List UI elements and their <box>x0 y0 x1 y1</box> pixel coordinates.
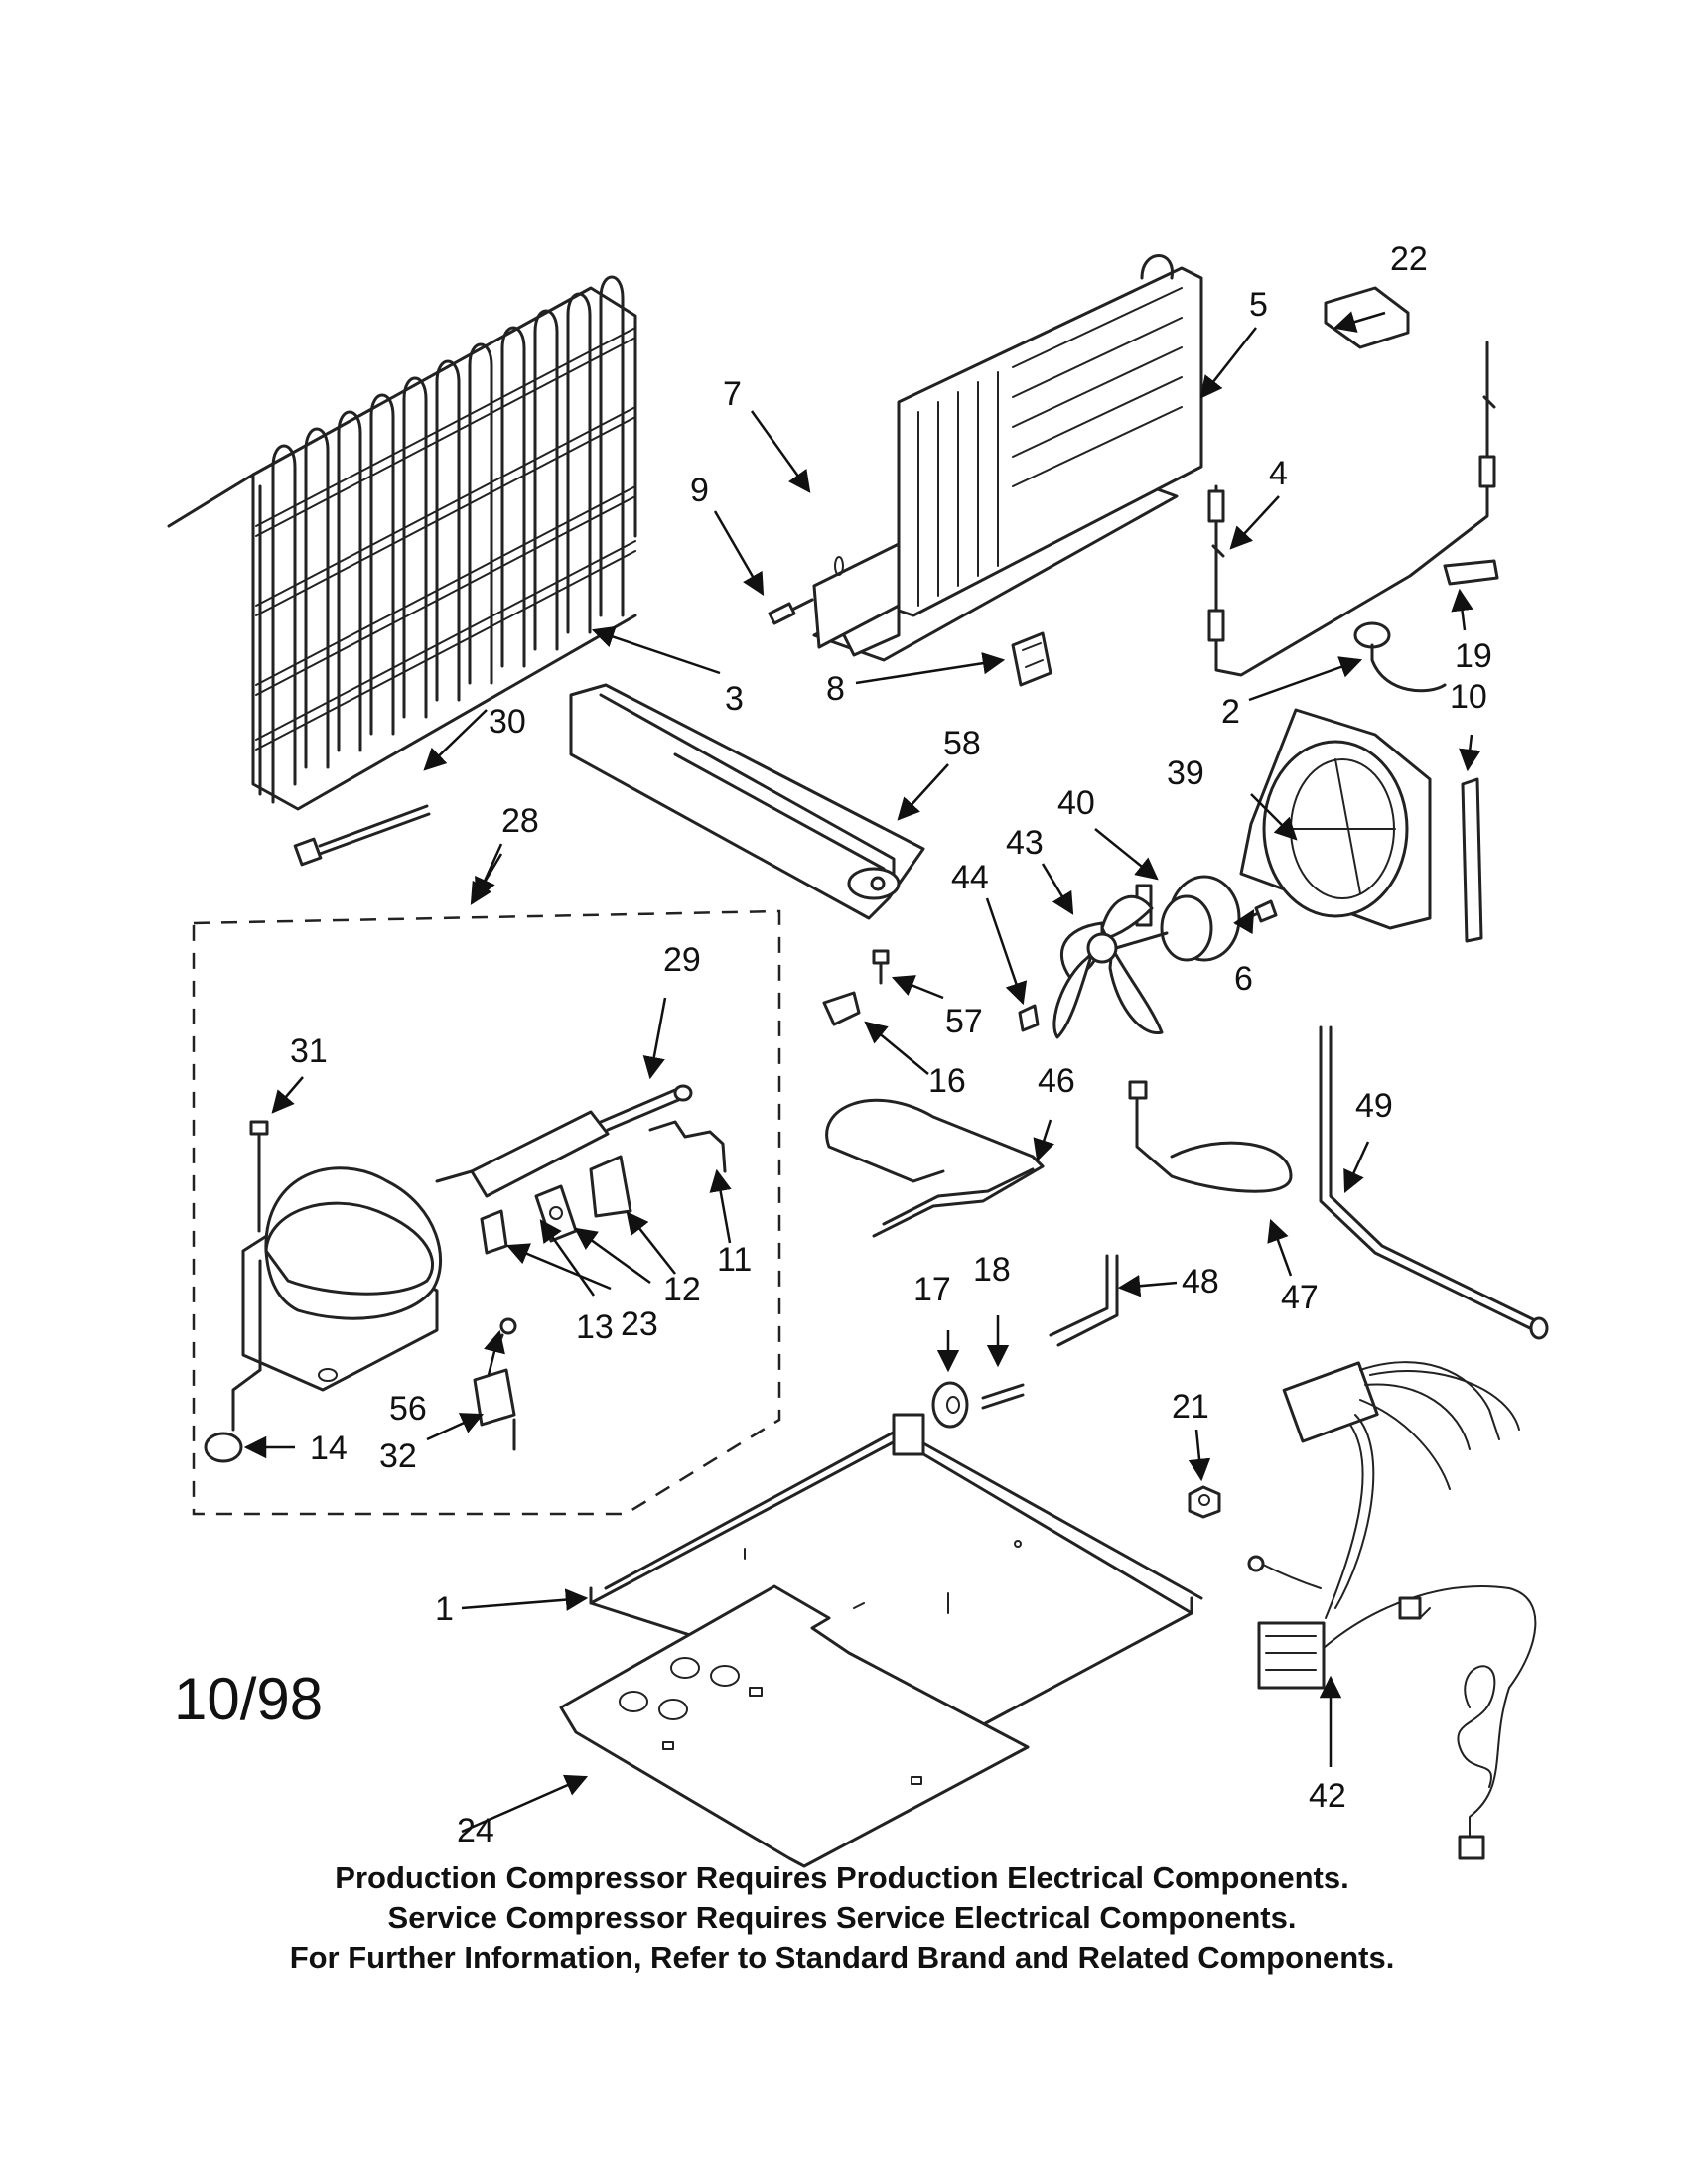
part-label-11: 11 <box>717 1241 752 1279</box>
part-label-30: 30 <box>489 703 526 741</box>
thermostat-2 <box>1353 621 1447 693</box>
part-label-21: 21 <box>1172 1388 1209 1426</box>
part-label-29: 29 <box>663 941 701 979</box>
tube-49 <box>1319 1025 1549 1340</box>
relay-12 <box>589 1155 632 1218</box>
coil-tube-loop <box>337 410 362 752</box>
coil-tube-loop <box>271 444 297 786</box>
compressor <box>204 1166 443 1463</box>
part-label-2: 2 <box>1221 693 1240 731</box>
compressor-kit-boundary <box>192 909 781 1516</box>
tube-47 <box>1128 1080 1293 1193</box>
cable-tie <box>293 804 431 867</box>
part-label-44: 44 <box>951 859 989 896</box>
coil-tube-loop <box>468 342 493 685</box>
part-label-3: 3 <box>725 680 744 718</box>
footnote-production: Production Compressor Requires Productio… <box>335 1860 1349 1895</box>
part-label-5: 5 <box>1249 286 1268 324</box>
coil-tube-loop <box>402 376 428 719</box>
part-label-57: 57 <box>945 1003 983 1040</box>
part-label-58: 58 <box>943 725 981 762</box>
part-label-43: 43 <box>1006 824 1044 862</box>
fan-shroud <box>1239 708 1432 930</box>
screw-6 <box>1234 899 1278 925</box>
insulation-pad <box>559 1584 1030 1868</box>
coil-tube-loop <box>533 309 559 651</box>
part-label-32: 32 <box>379 1437 417 1475</box>
roller-17 <box>931 1381 969 1429</box>
sensor-wire <box>1207 341 1496 677</box>
capacitor-32 <box>473 1368 516 1451</box>
coil-tube-loop <box>500 326 526 668</box>
part-label-19: 19 <box>1455 637 1492 675</box>
part-label-12: 12 <box>663 1271 701 1308</box>
part-label-56: 56 <box>389 1390 427 1428</box>
part-label-28: 28 <box>501 802 539 840</box>
screw-57 <box>872 949 890 985</box>
part-label-16: 16 <box>928 1062 966 1100</box>
filter-drier-29 <box>435 1084 693 1198</box>
screw-9 <box>768 598 814 625</box>
part-label-48: 48 <box>1182 1263 1219 1300</box>
part-label-40: 40 <box>1057 784 1095 822</box>
evaporator-bracket <box>812 542 901 649</box>
tube-46 <box>825 1098 1045 1238</box>
part-label-23: 23 <box>621 1305 658 1343</box>
coil-tube-loop <box>435 359 461 702</box>
part-label-46: 46 <box>1038 1062 1075 1100</box>
footnote-further-info: For Further Information, Refer to Standa… <box>289 1940 1395 1975</box>
clip-44 <box>1018 1004 1040 1032</box>
cover-23 <box>534 1184 578 1243</box>
drain-trough <box>569 683 925 920</box>
part-label-7: 7 <box>723 375 742 413</box>
nut-21 <box>1188 1485 1221 1519</box>
date-code: 10/98 <box>174 1666 323 1732</box>
clip-19 <box>1443 559 1499 586</box>
leader-lines <box>243 311 1481 1834</box>
part-label-14: 14 <box>310 1430 348 1467</box>
fan-blade <box>1052 894 1169 1039</box>
part-label-42: 42 <box>1309 1777 1346 1815</box>
coil-tube-loop <box>304 427 330 769</box>
fan-motor <box>1135 875 1241 962</box>
part-label-22: 22 <box>1390 240 1428 278</box>
condenser-coil <box>167 275 637 811</box>
part-label-1: 1 <box>435 1590 454 1628</box>
part-label-17: 17 <box>913 1271 951 1308</box>
coil-tube-loop <box>566 292 592 634</box>
part-label-47: 47 <box>1281 1279 1319 1316</box>
overload-13 <box>480 1209 508 1255</box>
part-labels: 1 2 3 4 5 6 7 8 9 10 11 12 13 14 16 17 1… <box>290 240 1492 1849</box>
clip-16 <box>822 991 861 1026</box>
clip-11 <box>648 1120 727 1173</box>
coil-tube-loop <box>599 275 625 617</box>
clip-8 <box>1011 631 1052 687</box>
coil-tube-loop <box>369 393 395 736</box>
bolt-31 <box>249 1120 269 1233</box>
part-label-49: 49 <box>1355 1087 1393 1125</box>
bolt-18 <box>981 1383 1025 1410</box>
part-label-10: 10 <box>1450 678 1487 716</box>
part-label-39: 39 <box>1167 754 1204 792</box>
footnote-service: Service Compressor Requires Service Elec… <box>387 1900 1297 1935</box>
part-label-31: 31 <box>290 1032 328 1070</box>
part-label-18: 18 <box>973 1251 1011 1289</box>
part-label-6: 6 <box>1234 960 1253 998</box>
wiring-harness <box>1247 1361 1537 1860</box>
part-label-8: 8 <box>826 670 845 708</box>
evaporator <box>812 254 1203 662</box>
strip-10 <box>1461 777 1483 943</box>
part-label-9: 9 <box>690 472 709 509</box>
tube-48 <box>1049 1254 1119 1347</box>
part-label-4: 4 <box>1269 455 1288 492</box>
part-label-13: 13 <box>576 1308 614 1346</box>
part-label-24: 24 <box>457 1812 494 1849</box>
